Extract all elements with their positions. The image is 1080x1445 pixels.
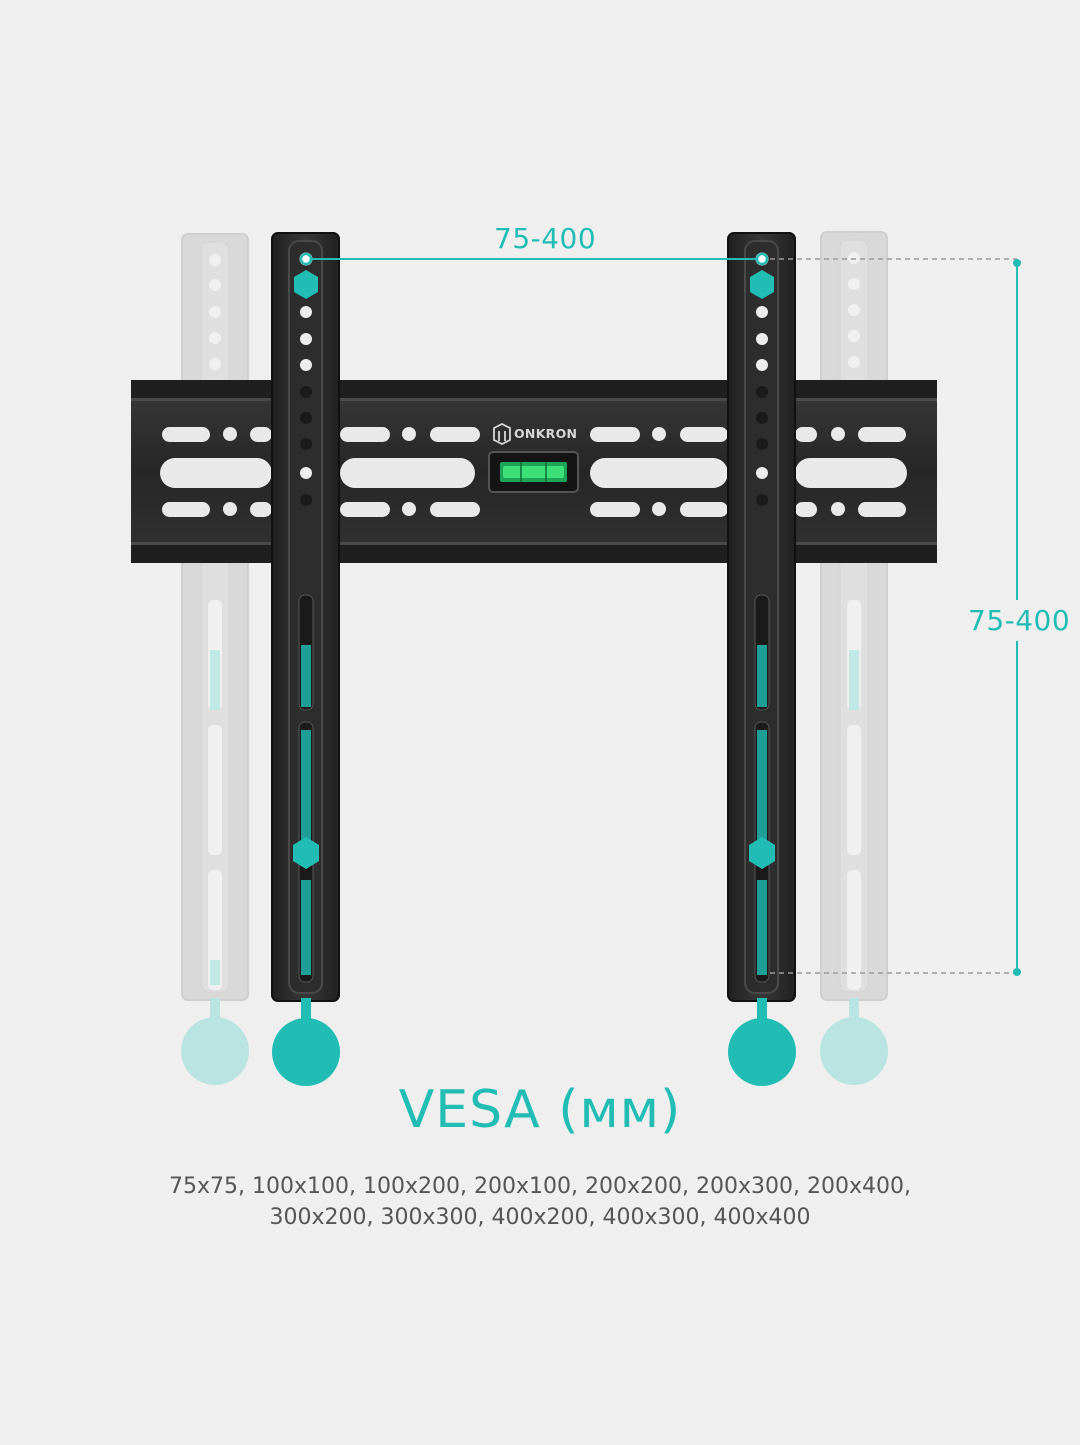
- mounting-arm-left: [271, 232, 340, 1086]
- vesa-title: VESA (мм): [398, 1080, 682, 1140]
- brand-name: ONKRON: [514, 426, 578, 441]
- ghost-arm-left: [181, 233, 249, 1085]
- dimension-horizontal: [299, 252, 769, 266]
- ghost-arm-right: [820, 231, 888, 1085]
- horizontal-dimension-label: 75-400: [490, 222, 601, 255]
- mounting-arm-right: [727, 232, 796, 1086]
- vesa-sizes-line-1: 75x75, 100x100, 100x200, 200x100, 200x20…: [169, 1174, 911, 1199]
- vertical-dimension-label: 75-400: [968, 600, 1071, 641]
- wall-plate: [131, 380, 937, 563]
- vesa-sizes-line-2: 300x200, 300x300, 400x200, 400x300, 400x…: [269, 1205, 811, 1230]
- onkron-logo-icon: [493, 422, 511, 446]
- bubble-level: [488, 451, 579, 493]
